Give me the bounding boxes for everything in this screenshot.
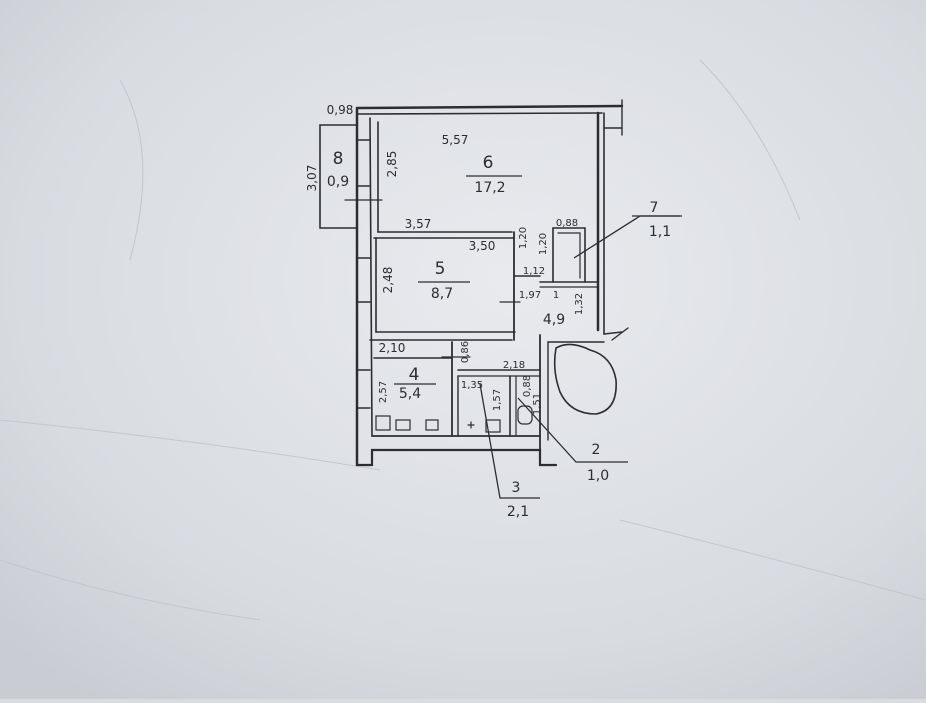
- room-3-area: 2,1: [507, 504, 529, 520]
- dim-hall-side: 1,32: [574, 293, 585, 315]
- room-4-number: 4: [409, 365, 420, 385]
- dim-bath-height: 1,57: [492, 389, 503, 411]
- room-6-number: 6: [483, 153, 494, 173]
- dim-bath-width: 1,35: [461, 380, 483, 391]
- room-7-number: 7: [650, 200, 659, 216]
- dim-room5-side: 1,20: [518, 227, 529, 249]
- dim-bath-block-width: 2,18: [503, 360, 525, 371]
- dim-balcony-top: 0,98: [327, 103, 354, 117]
- room-8-area: 0,9: [327, 174, 349, 190]
- room-4-area: 5,4: [399, 386, 421, 402]
- dim-closet-height: 1,20: [538, 233, 549, 255]
- walls: [319, 99, 629, 467]
- dim-room5-width: 3,50: [469, 239, 496, 253]
- dim-wc-height: 1,51: [532, 393, 543, 415]
- room-5-number: 5: [435, 259, 446, 279]
- room-5-area: 8,7: [431, 286, 453, 302]
- paper-creases: [0, 59, 926, 621]
- dim-room5-height: 2,48: [381, 267, 395, 294]
- dim-hall-width-a: 1,12: [523, 266, 545, 277]
- room-8-number: 8: [333, 149, 344, 169]
- dim-hall-small: 1: [553, 290, 559, 301]
- dim-closet-width: 0,88: [556, 218, 578, 229]
- room-2-area: 1,0: [587, 468, 609, 484]
- dim-balcony-height: 3,07: [305, 165, 319, 192]
- dim-hall-width-b: 1,97: [519, 290, 541, 301]
- leader-lines: [479, 215, 682, 499]
- dim-kitchen-height: 2,57: [378, 381, 389, 403]
- dim-room6-width: 5,57: [442, 133, 469, 147]
- dim-kitchen-wall: 0,86: [460, 341, 471, 363]
- hall-area: 4,9: [543, 312, 565, 328]
- room-2-number: 2: [592, 442, 601, 458]
- room-3-number: 3: [512, 480, 521, 496]
- dim-wc-width: 0,88: [522, 375, 533, 397]
- room-7-area: 1,1: [649, 224, 671, 240]
- dim-kitchen-width: 2,10: [379, 341, 406, 355]
- dim-room6-height: 2,85: [385, 151, 399, 178]
- dim-room6-bottom: 3,57: [405, 217, 432, 231]
- room-6-area: 17,2: [474, 180, 505, 196]
